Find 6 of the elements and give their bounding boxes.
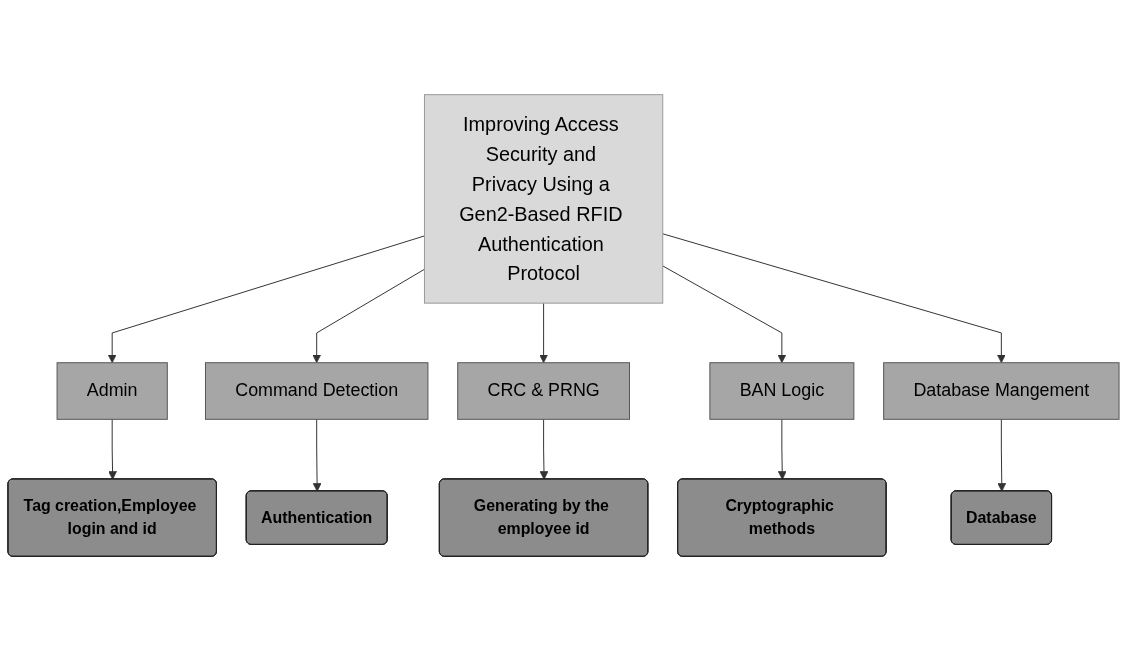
node-box: Improving Access Security and Privacy Using a Gen2-Based RFID Authentication Protocol — [423, 94, 664, 304]
node-box: Admin — [56, 362, 168, 420]
node-box: CRC & PRNG — [457, 362, 630, 420]
node-box: Command Detection — [204, 362, 429, 420]
node-box: Database Mangement — [883, 362, 1120, 420]
node-box: BAN Logic — [709, 362, 855, 420]
